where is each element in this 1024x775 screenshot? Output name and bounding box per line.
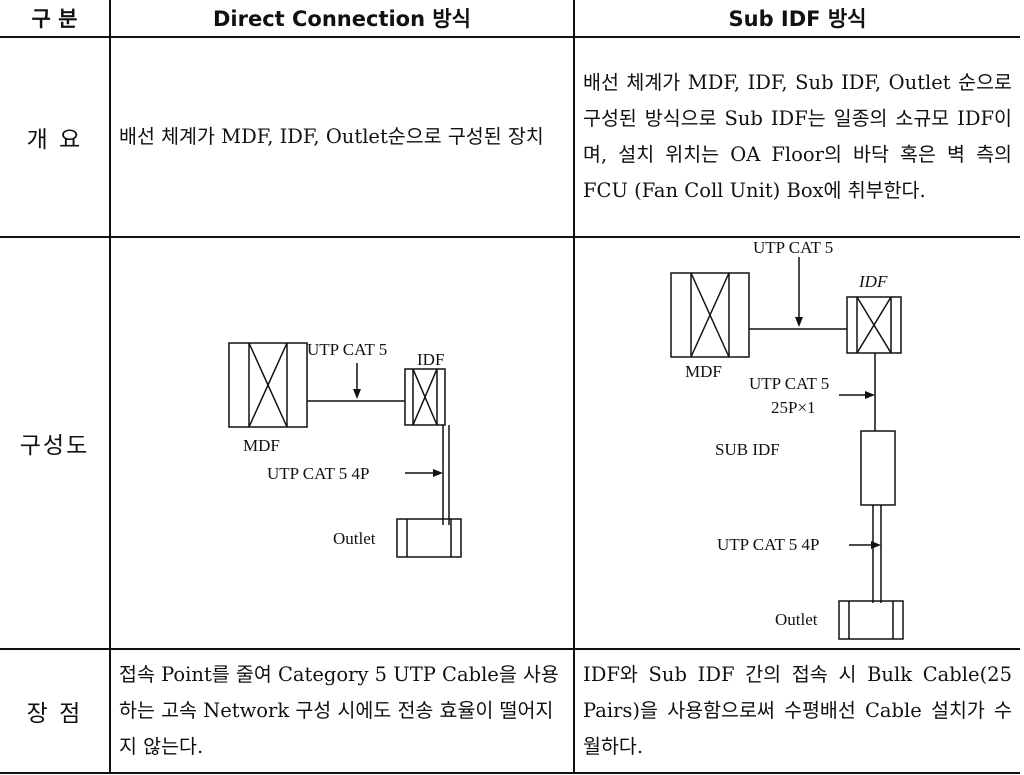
direct-cable-bottom-label: UTP CAT 5 4P	[267, 464, 370, 483]
subidf-outlet-shape	[838, 600, 904, 640]
subidf-idf-cabinet-shape	[846, 296, 902, 354]
subidf-cable-mid-sub-label: 25P×1	[771, 398, 816, 417]
outlet-shape	[396, 518, 462, 558]
subidf-outlet-label: Outlet	[775, 610, 818, 629]
overview-subidf-text: 배선 체계가 MDF, IDF, Sub IDF, Outlet 순으로 구성된…	[583, 71, 1012, 202]
direct-connection-diagram: UTP CAT 5 IDF MDF UTP CAT 5 4P Outlet	[228, 340, 462, 558]
subidf-cable-bottom-label: UTP CAT 5 4P	[717, 535, 820, 554]
header-direct-connection: Direct Connection 방식	[109, 0, 575, 38]
advantage-subidf-cell: IDF와 Sub IDF 간의 접속 시 Bulk Cable(25 Pairs…	[573, 648, 1020, 774]
subidf-cable-mid-label: UTP CAT 5	[749, 374, 829, 393]
subidf-arrow-bottom-head	[871, 541, 881, 549]
advantage-direct-cell: 접속 Point를 줄여 Category 5 UTP Cable을 사용하는 …	[109, 648, 575, 774]
arrow-top-head	[353, 389, 361, 399]
mdf-cabinet-shape	[228, 342, 308, 428]
subidf-idf-label: IDF	[858, 272, 888, 291]
overview-direct-text: 배선 체계가 MDF, IDF, Outlet순으로 구성된 장치	[119, 125, 544, 148]
header-sub-idf: Sub IDF 방식	[573, 0, 1020, 38]
diagram-label: 구성도	[0, 236, 111, 650]
direct-cable-top-label: UTP CAT 5	[307, 340, 387, 359]
idf-cabinet-shape	[404, 368, 446, 426]
arrow-bottom-head	[433, 469, 443, 477]
direct-outlet-label: Outlet	[333, 529, 376, 548]
overview-direct-cell: 배선 체계가 MDF, IDF, Outlet순으로 구성된 장치	[109, 36, 575, 238]
diagram-subidf-cell: UTP CAT 5 IDF MDF UTP CAT 5 25P×1 SUB ID…	[573, 236, 1020, 650]
advantage-label: 장 점	[0, 648, 111, 774]
header-category: 구 분	[0, 0, 111, 38]
overview-subidf-cell: 배선 체계가 MDF, IDF, Sub IDF, Outlet 순으로 구성된…	[573, 36, 1020, 238]
diagram-direct-cell: UTP CAT 5 IDF MDF UTP CAT 5 4P Outlet	[109, 236, 575, 650]
subidf-arrow-mid-head	[865, 391, 875, 399]
overview-label: 개 요	[0, 36, 111, 238]
advantage-direct-text: 접속 Point를 줄여 Category 5 UTP Cable을 사용하는 …	[119, 663, 559, 758]
sub-idf-label: SUB IDF	[715, 440, 780, 459]
diagram-row: 구성도	[0, 236, 1020, 650]
sub-idf-box-shape	[860, 430, 896, 506]
direct-idf-label: IDF	[417, 350, 444, 369]
advantage-row: 장 점 접속 Point를 줄여 Category 5 UTP Cable을 사…	[0, 648, 1020, 774]
advantage-subidf-text: IDF와 Sub IDF 간의 접속 시 Bulk Cable(25 Pairs…	[583, 663, 1012, 758]
header-row: 구 분 Direct Connection 방식 Sub IDF 방식	[0, 0, 1020, 38]
overview-row: 개 요 배선 체계가 MDF, IDF, Outlet순으로 구성된 장치 배선…	[0, 36, 1020, 238]
sub-idf-diagram: UTP CAT 5 IDF MDF UTP CAT 5 25P×1 SUB ID…	[670, 239, 904, 640]
subidf-mdf-cabinet-shape	[670, 272, 750, 358]
subidf-mdf-label: MDF	[685, 362, 722, 381]
direct-mdf-label: MDF	[243, 436, 280, 455]
subidf-arrow-top-head	[795, 317, 803, 327]
subidf-cable-top-label: UTP CAT 5	[753, 239, 833, 257]
